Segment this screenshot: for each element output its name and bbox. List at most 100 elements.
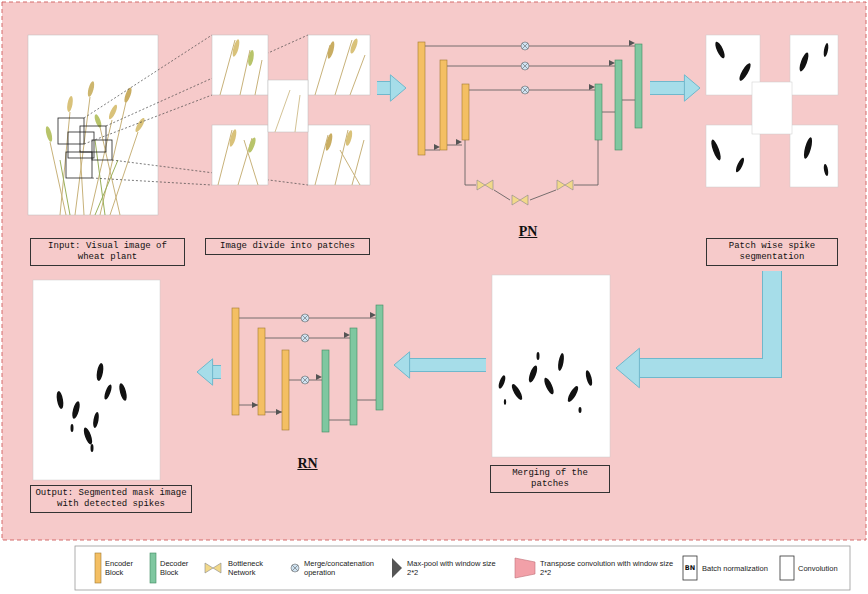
pn-unet-part-part: [602, 112, 615, 113]
flow-arrow: [650, 75, 700, 101]
zoom-lines-part: [92, 178, 212, 185]
stage-panel: Input: Visual image of wheat plant: [28, 35, 190, 267]
output-image-part: [91, 444, 94, 452]
arrow-outline: [377, 81, 390, 95]
caption-box: Input: Visual image of wheat plant: [30, 238, 185, 266]
legend-panel-part: [683, 556, 697, 580]
legend-panel-part: [213, 563, 221, 573]
pn-unet-part-part: [557, 180, 565, 190]
legend-text: Max-pool with window size 2*2: [407, 551, 507, 585]
merged-image-part: [537, 352, 540, 360]
rn-unet-part: [350, 328, 357, 425]
pn-unet-part-part: [565, 180, 573, 190]
pn-unet-part: [440, 60, 447, 150]
segmented-patches-part: [790, 125, 838, 187]
image-patches-part: [228, 129, 237, 148]
input-image-part: [50, 97, 138, 215]
flow-arrow: [394, 352, 486, 378]
image-patches-part: [247, 50, 255, 67]
image-patches-part: [308, 125, 370, 185]
merged-image-part: [566, 385, 580, 404]
zoom-lines-part: [112, 160, 308, 185]
caption-box: Patch wise spike segmentation: [706, 238, 838, 266]
pn-unet-part-part: [494, 190, 510, 200]
arrow-shaft: [377, 82, 390, 94]
legend-panel-part: [291, 564, 299, 572]
stage-panel: Output: Segmented mask image with detect…: [28, 280, 193, 520]
pn-unet-part-part: [425, 46, 635, 47]
arrow-outline: [213, 365, 221, 379]
rn-unet-part: [322, 350, 329, 432]
input-image-part: [66, 152, 92, 178]
arrow-outline: [650, 81, 684, 95]
legend-text: Decoder Block: [160, 551, 200, 585]
stage-panel: PN: [410, 38, 646, 243]
legend-text: Transpose convolution with window size 2…: [540, 551, 675, 585]
merged-image-part: [585, 370, 594, 387]
pn-unet-part-part: [512, 195, 520, 205]
input-image-part: [60, 140, 118, 215]
output-image-part: [95, 363, 104, 382]
image-patches-part: [315, 40, 365, 95]
pn-unet-part-part: [629, 40, 635, 46]
image-patches-part: [231, 39, 240, 58]
image-patches-part: [212, 125, 268, 185]
input-image-part: [107, 104, 118, 121]
merged-image-part: [492, 275, 610, 457]
flow-arrow: [197, 359, 221, 385]
pn-unet-part-part: [456, 139, 462, 145]
input-image-part: [80, 126, 106, 152]
input-image-part: [28, 35, 158, 215]
segmented-patches-part: [798, 52, 810, 73]
arrow-head: [684, 75, 700, 101]
input-image-part: [68, 132, 94, 158]
image-patches-part: [308, 35, 370, 95]
pn-unet-part: [595, 84, 602, 140]
rn-unet-part: [302, 315, 308, 383]
legend-panel-part: [150, 553, 156, 583]
rn-unet-part-part: [329, 420, 350, 421]
pn-unet-part-part: [477, 180, 485, 190]
pn-unet-part: [434, 40, 635, 150]
segmented-patches-part: [752, 82, 792, 134]
pn-unet-part-part: [469, 90, 595, 91]
arrow-outline: [639, 271, 772, 368]
pn-unet-part-part: [520, 195, 528, 205]
legend-panel-part: [75, 546, 850, 590]
image-patches-part: [268, 80, 308, 132]
legend-panel-part: [205, 563, 213, 573]
legend-panel-part: [780, 556, 794, 580]
legend-panel-part: [515, 558, 535, 578]
legend-text: Bottleneck Network: [228, 551, 283, 585]
rn-unet-part-part: [357, 400, 376, 401]
input-image-part: [66, 96, 74, 113]
zoom-lines-part: [84, 35, 212, 118]
stage-panel: Image divide into patches: [205, 35, 373, 265]
pn-unet-part-part: [465, 140, 476, 185]
rn-unet-part-part: [316, 374, 322, 380]
legend-symbol-label: BN: [683, 556, 697, 580]
segmented-patches: [706, 35, 838, 187]
image-patches-part: [326, 41, 335, 60]
pn-unet-part-part: [589, 84, 595, 90]
image-patches-part: [220, 40, 262, 95]
arrow-shaft: [639, 271, 772, 368]
image-patches-part: [275, 90, 300, 132]
merged-image-part: [579, 407, 582, 413]
stage-panel: Patch wise spike segmentation: [704, 35, 840, 267]
output-image: [33, 280, 160, 480]
output-image-part: [71, 424, 74, 432]
segmented-patches-part: [709, 139, 722, 162]
flow-arrow: [377, 75, 406, 101]
image-patches-part: [345, 130, 354, 147]
legend-text: Convolution: [798, 551, 846, 585]
legend-text: Batch normalization: [702, 551, 772, 585]
rn-unet-part: [232, 308, 239, 415]
network-name: PN: [410, 224, 646, 240]
image-patches-part: [324, 133, 333, 152]
network-name: RN: [225, 456, 390, 472]
arrow-head: [394, 352, 410, 378]
legend-text: Encoder Block: [105, 551, 145, 585]
pn-unet-part-part: [485, 180, 493, 190]
